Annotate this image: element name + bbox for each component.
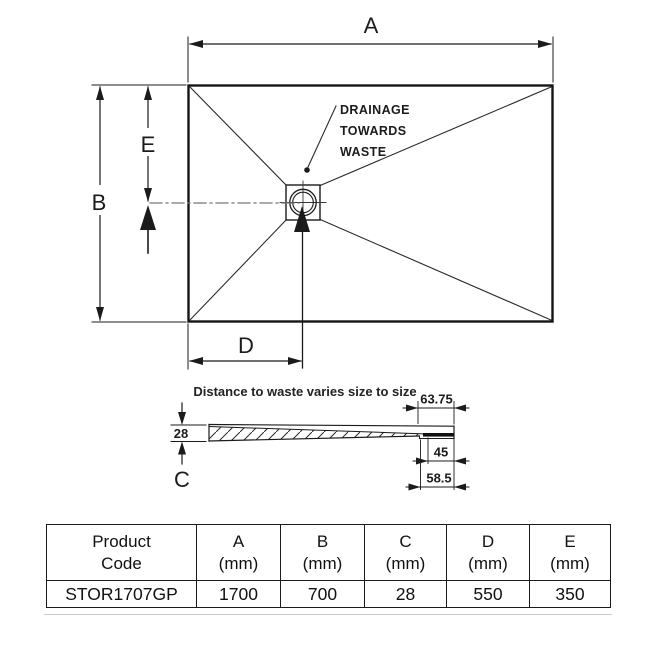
dimension-c-thickness: 28 C: [170, 402, 207, 492]
thickness-value: 28: [174, 426, 188, 441]
dimension-58-5: 58.5: [405, 439, 470, 491]
dimension-a: A: [187, 13, 554, 83]
hatch-area: [209, 426, 423, 441]
cross-section: [208, 423, 455, 442]
dimension-63-75: 63.75: [402, 392, 470, 425]
cell-d-value: 550: [446, 580, 530, 608]
col-header-b: B (mm): [280, 524, 365, 581]
drain-pointer: [294, 206, 310, 369]
arrowhead-left: [454, 457, 466, 465]
arrowhead-down: [178, 412, 186, 425]
col-header-product-code: Product Code: [46, 524, 197, 581]
header-line1: E: [564, 531, 576, 551]
header-line1: A: [232, 531, 245, 551]
arrowhead-up: [96, 86, 104, 100]
arrowhead-right: [416, 457, 428, 465]
dim-a-label: A: [364, 13, 379, 38]
cell-c-value: 28: [364, 580, 447, 608]
dim-d-label: D: [238, 333, 254, 358]
header-line2: (mm): [468, 553, 508, 573]
dimension-d: D: [187, 323, 302, 370]
col-header-e: E (mm): [529, 524, 611, 581]
dimension-45: 45: [412, 437, 470, 490]
arrowhead-down: [96, 307, 104, 321]
col-header-d: D (mm): [446, 524, 530, 581]
col-header-c: C (mm): [364, 524, 447, 581]
arrowhead-right: [538, 40, 552, 48]
side-view: Distance to waste varies size to size: [170, 384, 470, 492]
waste-bottom-width-value: 58.5: [426, 471, 451, 486]
table-data-row: STOR1707GP 1700 700 28 550 350: [46, 580, 611, 608]
dimensions-table: Product Code A (mm) B (mm) C (mm) D (m: [46, 524, 611, 608]
header-line1: B: [316, 531, 329, 551]
drainage-note: DRAINAGE TOWARDS WASTE: [304, 103, 414, 173]
waste-top-width-value: 63.75: [420, 392, 453, 407]
header-line2: (mm): [218, 553, 259, 573]
cell-b-value: 700: [280, 580, 365, 608]
dim-b-label: B: [92, 190, 107, 215]
arrowhead-left: [189, 357, 203, 365]
cell-a-value: 1700: [196, 580, 281, 608]
header-line2: (mm): [385, 553, 426, 573]
arrowhead-right: [406, 404, 418, 412]
header-line1: Product: [92, 531, 151, 551]
arrowhead-right: [288, 357, 302, 365]
arrowhead-left: [454, 404, 466, 412]
side-view-title: Distance to waste varies size to size: [193, 384, 416, 399]
header-line2: Code: [101, 553, 142, 573]
dimension-b: B: [87, 84, 187, 323]
dim-c-label: C: [174, 467, 190, 492]
table-bottom-hairline: [44, 614, 612, 615]
top-view: A: [87, 13, 554, 370]
technical-drawing: A: [87, 13, 554, 492]
cell-product-code: STOR1707GP: [46, 580, 197, 608]
cell-e-value: 350: [529, 580, 611, 608]
arrowhead-up: [178, 441, 186, 455]
header-line1: C: [399, 531, 412, 551]
arrowhead-right: [408, 483, 421, 491]
col-header-a: A (mm): [196, 524, 281, 581]
fold-lines: [189, 86, 552, 321]
dimension-e: E: [135, 86, 161, 254]
arrowhead-up: [144, 86, 152, 100]
drainage-note-text: DRAINAGE TOWARDS WASTE: [340, 103, 414, 159]
arrowhead-left: [189, 40, 203, 48]
dim-e-label: E: [141, 132, 156, 157]
header-line2: (mm): [550, 553, 590, 573]
waste-flange-bar: [423, 433, 454, 437]
bold-arrow-up: [294, 206, 310, 232]
leader-dot: [304, 167, 310, 173]
header-line2: (mm): [302, 553, 343, 573]
arrowhead-down: [144, 188, 152, 202]
arrowhead-left: [454, 483, 466, 491]
bold-arrow-up: [140, 205, 156, 230]
table-header-row: Product Code A (mm) B (mm) C (mm) D (m: [46, 524, 611, 581]
header-line1: D: [481, 531, 495, 551]
waste-inner-width-value: 45: [434, 445, 448, 460]
